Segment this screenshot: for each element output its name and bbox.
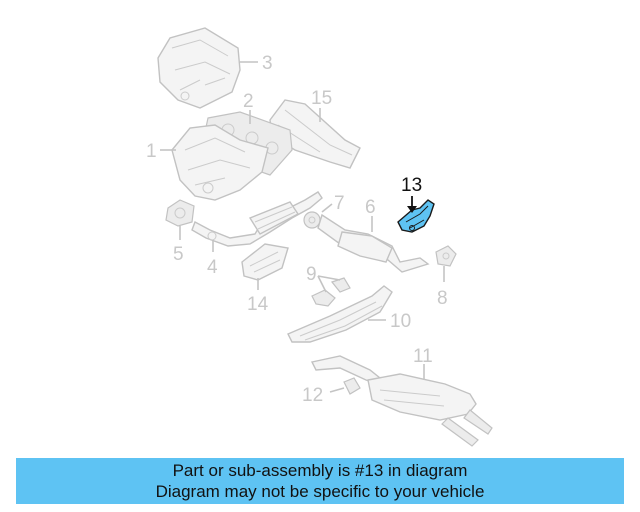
callout-4: 4 [207, 257, 218, 278]
callout-7: 7 [334, 193, 345, 214]
callout-2: 2 [243, 91, 254, 112]
part-11-rear-muffler [310, 355, 493, 447]
caption-line-2: Diagram may not be specific to your vehi… [155, 482, 485, 501]
part-10-tunnel-shield [287, 285, 393, 343]
callout-11: 11 [413, 346, 433, 367]
caption-line-1: Part or sub-assembly is #13 in diagram [172, 461, 468, 480]
part-12-hanger [343, 377, 361, 395]
callout-3: 3 [262, 53, 273, 74]
part-7-clamp [303, 211, 321, 229]
callout-12: 12 [302, 385, 323, 406]
part-9-bracket [311, 277, 351, 307]
callout-13: 13 [401, 175, 422, 196]
part-4-front-pipe-converter [191, 191, 323, 247]
caption-banner: Part or sub-assembly is #13 in diagram D… [16, 458, 624, 504]
part-8-hanger [435, 245, 457, 267]
part-13-highlighted-bracket [397, 199, 435, 233]
callout-9: 9 [306, 264, 317, 285]
callout-8: 8 [437, 288, 448, 309]
part-14-heat-shield [241, 243, 289, 281]
part-1-exhaust-manifold [171, 124, 269, 201]
part-5-flange-gasket [165, 199, 195, 227]
callout-10: 10 [390, 311, 411, 332]
callout-14: 14 [247, 294, 269, 315]
callout-6: 6 [365, 197, 376, 218]
callout-5: 5 [173, 244, 184, 265]
exhaust-parts-diagram: 3 15 2 1 5 4 14 [146, 27, 493, 447]
part-3-heat-shield [157, 27, 241, 109]
part-6-intermediate-pipe [317, 213, 430, 273]
callout-15: 15 [311, 88, 332, 109]
callout-1: 1 [146, 141, 157, 162]
